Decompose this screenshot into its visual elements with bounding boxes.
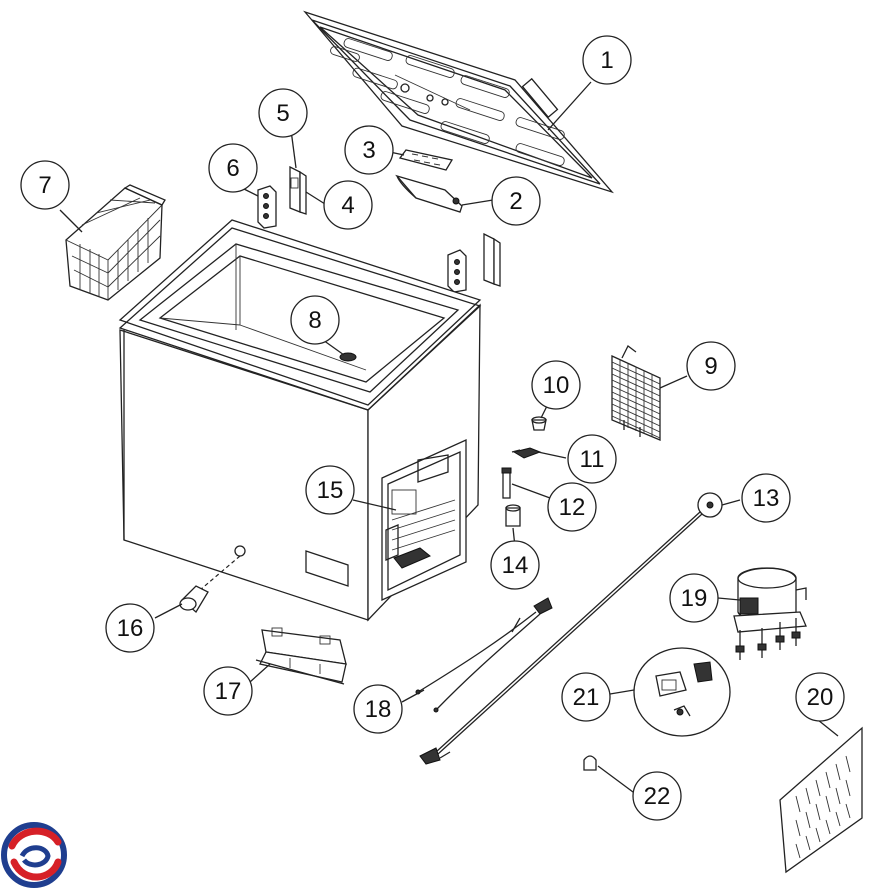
- callout-20-label: 20: [807, 684, 834, 711]
- callout-3: 3: [344, 125, 394, 175]
- part-21-relay: [633, 647, 731, 737]
- part-lid: [303, 10, 614, 194]
- callout-13-label: 13: [753, 485, 780, 512]
- part-16-drain-plug: [179, 555, 241, 613]
- callout-16: 16: [105, 603, 155, 653]
- callout-22-label: 22: [644, 783, 671, 810]
- callout-3-label: 3: [362, 137, 375, 164]
- part-17-base: [255, 627, 347, 685]
- callout-14-label: 14: [502, 552, 529, 579]
- callout-4-label: 4: [341, 192, 354, 219]
- callout-7-label: 7: [38, 172, 51, 199]
- callout-17: 17: [203, 666, 253, 716]
- callout-9-label: 9: [704, 353, 717, 380]
- leader-lines: [59, 81, 839, 793]
- part-7-basket: [65, 184, 166, 301]
- callout-6: 6: [208, 143, 258, 193]
- part-10: [531, 416, 547, 431]
- callout-8-label: 8: [308, 307, 321, 334]
- callout-10: 10: [531, 360, 581, 410]
- callout-21-label: 21: [573, 684, 600, 711]
- callout-16-label: 16: [117, 615, 144, 642]
- callout-4: 4: [323, 180, 373, 230]
- callout-11-label: 11: [580, 446, 605, 473]
- part-6-hinge-left: [257, 185, 277, 229]
- part-19-compressor: [733, 567, 807, 660]
- hinge-right-pair: [447, 232, 501, 293]
- callout-18-label: 18: [365, 696, 392, 723]
- callout-20: 20: [795, 672, 845, 722]
- part-14: [505, 504, 521, 527]
- callout-5: 5: [258, 88, 308, 138]
- callout-10-label: 10: [543, 372, 570, 399]
- callout-17-label: 17: [215, 678, 242, 705]
- part-12: [501, 467, 512, 499]
- callout-2-label: 2: [509, 188, 522, 215]
- part-18-harness: [415, 597, 553, 713]
- callout-13: 13: [741, 473, 791, 523]
- freezer-cabinet: [118, 219, 482, 622]
- part-9-condenser: [611, 345, 661, 441]
- callout-15: 15: [305, 465, 355, 515]
- callout-18: 18: [353, 684, 403, 734]
- callout-7: 7: [20, 160, 70, 210]
- callout-19: 19: [669, 573, 719, 623]
- callout-5-label: 5: [276, 100, 289, 127]
- callout-1-label: 1: [600, 47, 613, 74]
- callout-19-label: 19: [681, 585, 708, 612]
- brand-logo: [1, 822, 67, 888]
- part-11: [511, 447, 542, 459]
- callout-21: 21: [561, 672, 611, 722]
- callout-2: 2: [491, 176, 541, 226]
- callout-12: 12: [547, 482, 597, 532]
- callout-9: 9: [686, 341, 736, 391]
- callout-12-label: 12: [559, 494, 586, 521]
- callout-15-label: 15: [317, 477, 344, 504]
- part-13-cord: [419, 492, 723, 765]
- callout-1: 1: [582, 35, 632, 85]
- part-22: [583, 755, 597, 771]
- callout-22: 22: [632, 771, 682, 821]
- part-3: [398, 149, 454, 171]
- part-4-hinge-left: [289, 165, 307, 215]
- callout-8: 8: [290, 295, 340, 345]
- callout-6-label: 6: [226, 155, 239, 182]
- callout-14: 14: [490, 540, 540, 590]
- callout-11: 11: [567, 434, 617, 484]
- part-2: [395, 174, 463, 213]
- part-20-rear-grille: [779, 726, 863, 874]
